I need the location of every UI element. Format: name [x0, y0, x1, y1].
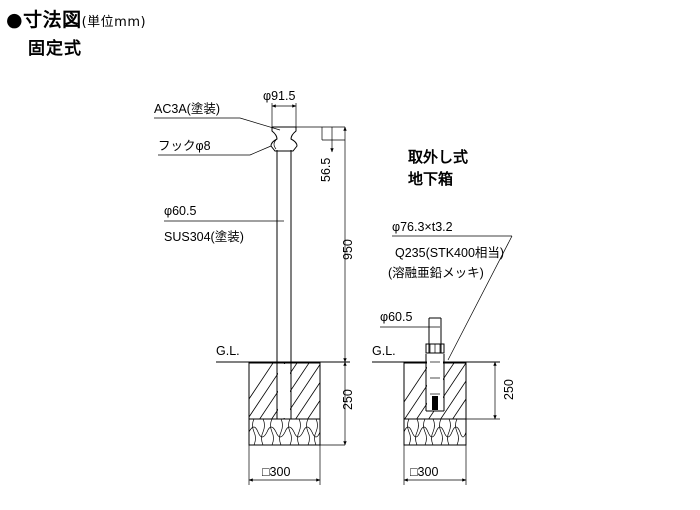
hook	[273, 139, 277, 150]
page-subtitle: 固定式	[28, 39, 82, 59]
hook-label: フックφ8	[158, 139, 211, 153]
ground-level-label-2: G.L.	[372, 344, 396, 358]
unit-note: (単位mm)	[81, 15, 147, 30]
sleeve-finish-label: (溶融亜鉛メッキ)	[388, 265, 484, 280]
sleeve-leader	[447, 235, 513, 361]
page-title: ●寸法図(単位mm)	[6, 9, 147, 31]
top-diameter-label: φ91.5	[263, 89, 295, 103]
sleeve-material-label: Q235(STK400相当)	[395, 246, 504, 260]
depth-dimension-2: 250	[502, 379, 516, 400]
base-size-label: □300	[262, 465, 290, 479]
cap-material-label: AC3A(塗装)	[154, 101, 220, 116]
depth-dimension: 250	[341, 389, 355, 410]
height-dimension: 950	[341, 239, 355, 260]
hook-leader	[158, 145, 272, 156]
pole-material-label: SUS304(塗装)	[164, 229, 244, 244]
top-dimension: 56.5	[319, 158, 333, 182]
pole-diameter-label: φ60.5	[164, 204, 196, 218]
ground-level-label: G.L.	[216, 344, 240, 358]
type-label-1: 取外し式	[408, 148, 468, 166]
sleeve-spec-label: φ76.3×t3.2	[392, 220, 453, 234]
pole-diameter-label-2: φ60.5	[380, 310, 412, 324]
fixed-bollard: φ91.5 AC3A(塗装) フックφ8 φ60.5 SUS304(塗装) 56…	[154, 89, 355, 485]
type-label-2: 地下箱	[408, 170, 453, 188]
removable-bollard: 取外し式 地下箱 φ76.3×t3.2 Q235(STK400相当) (溶融亜鉛…	[372, 148, 516, 485]
base-size-label-2: □300	[410, 465, 438, 479]
cap-leader	[154, 117, 281, 131]
pole-cap	[270, 126, 298, 152]
